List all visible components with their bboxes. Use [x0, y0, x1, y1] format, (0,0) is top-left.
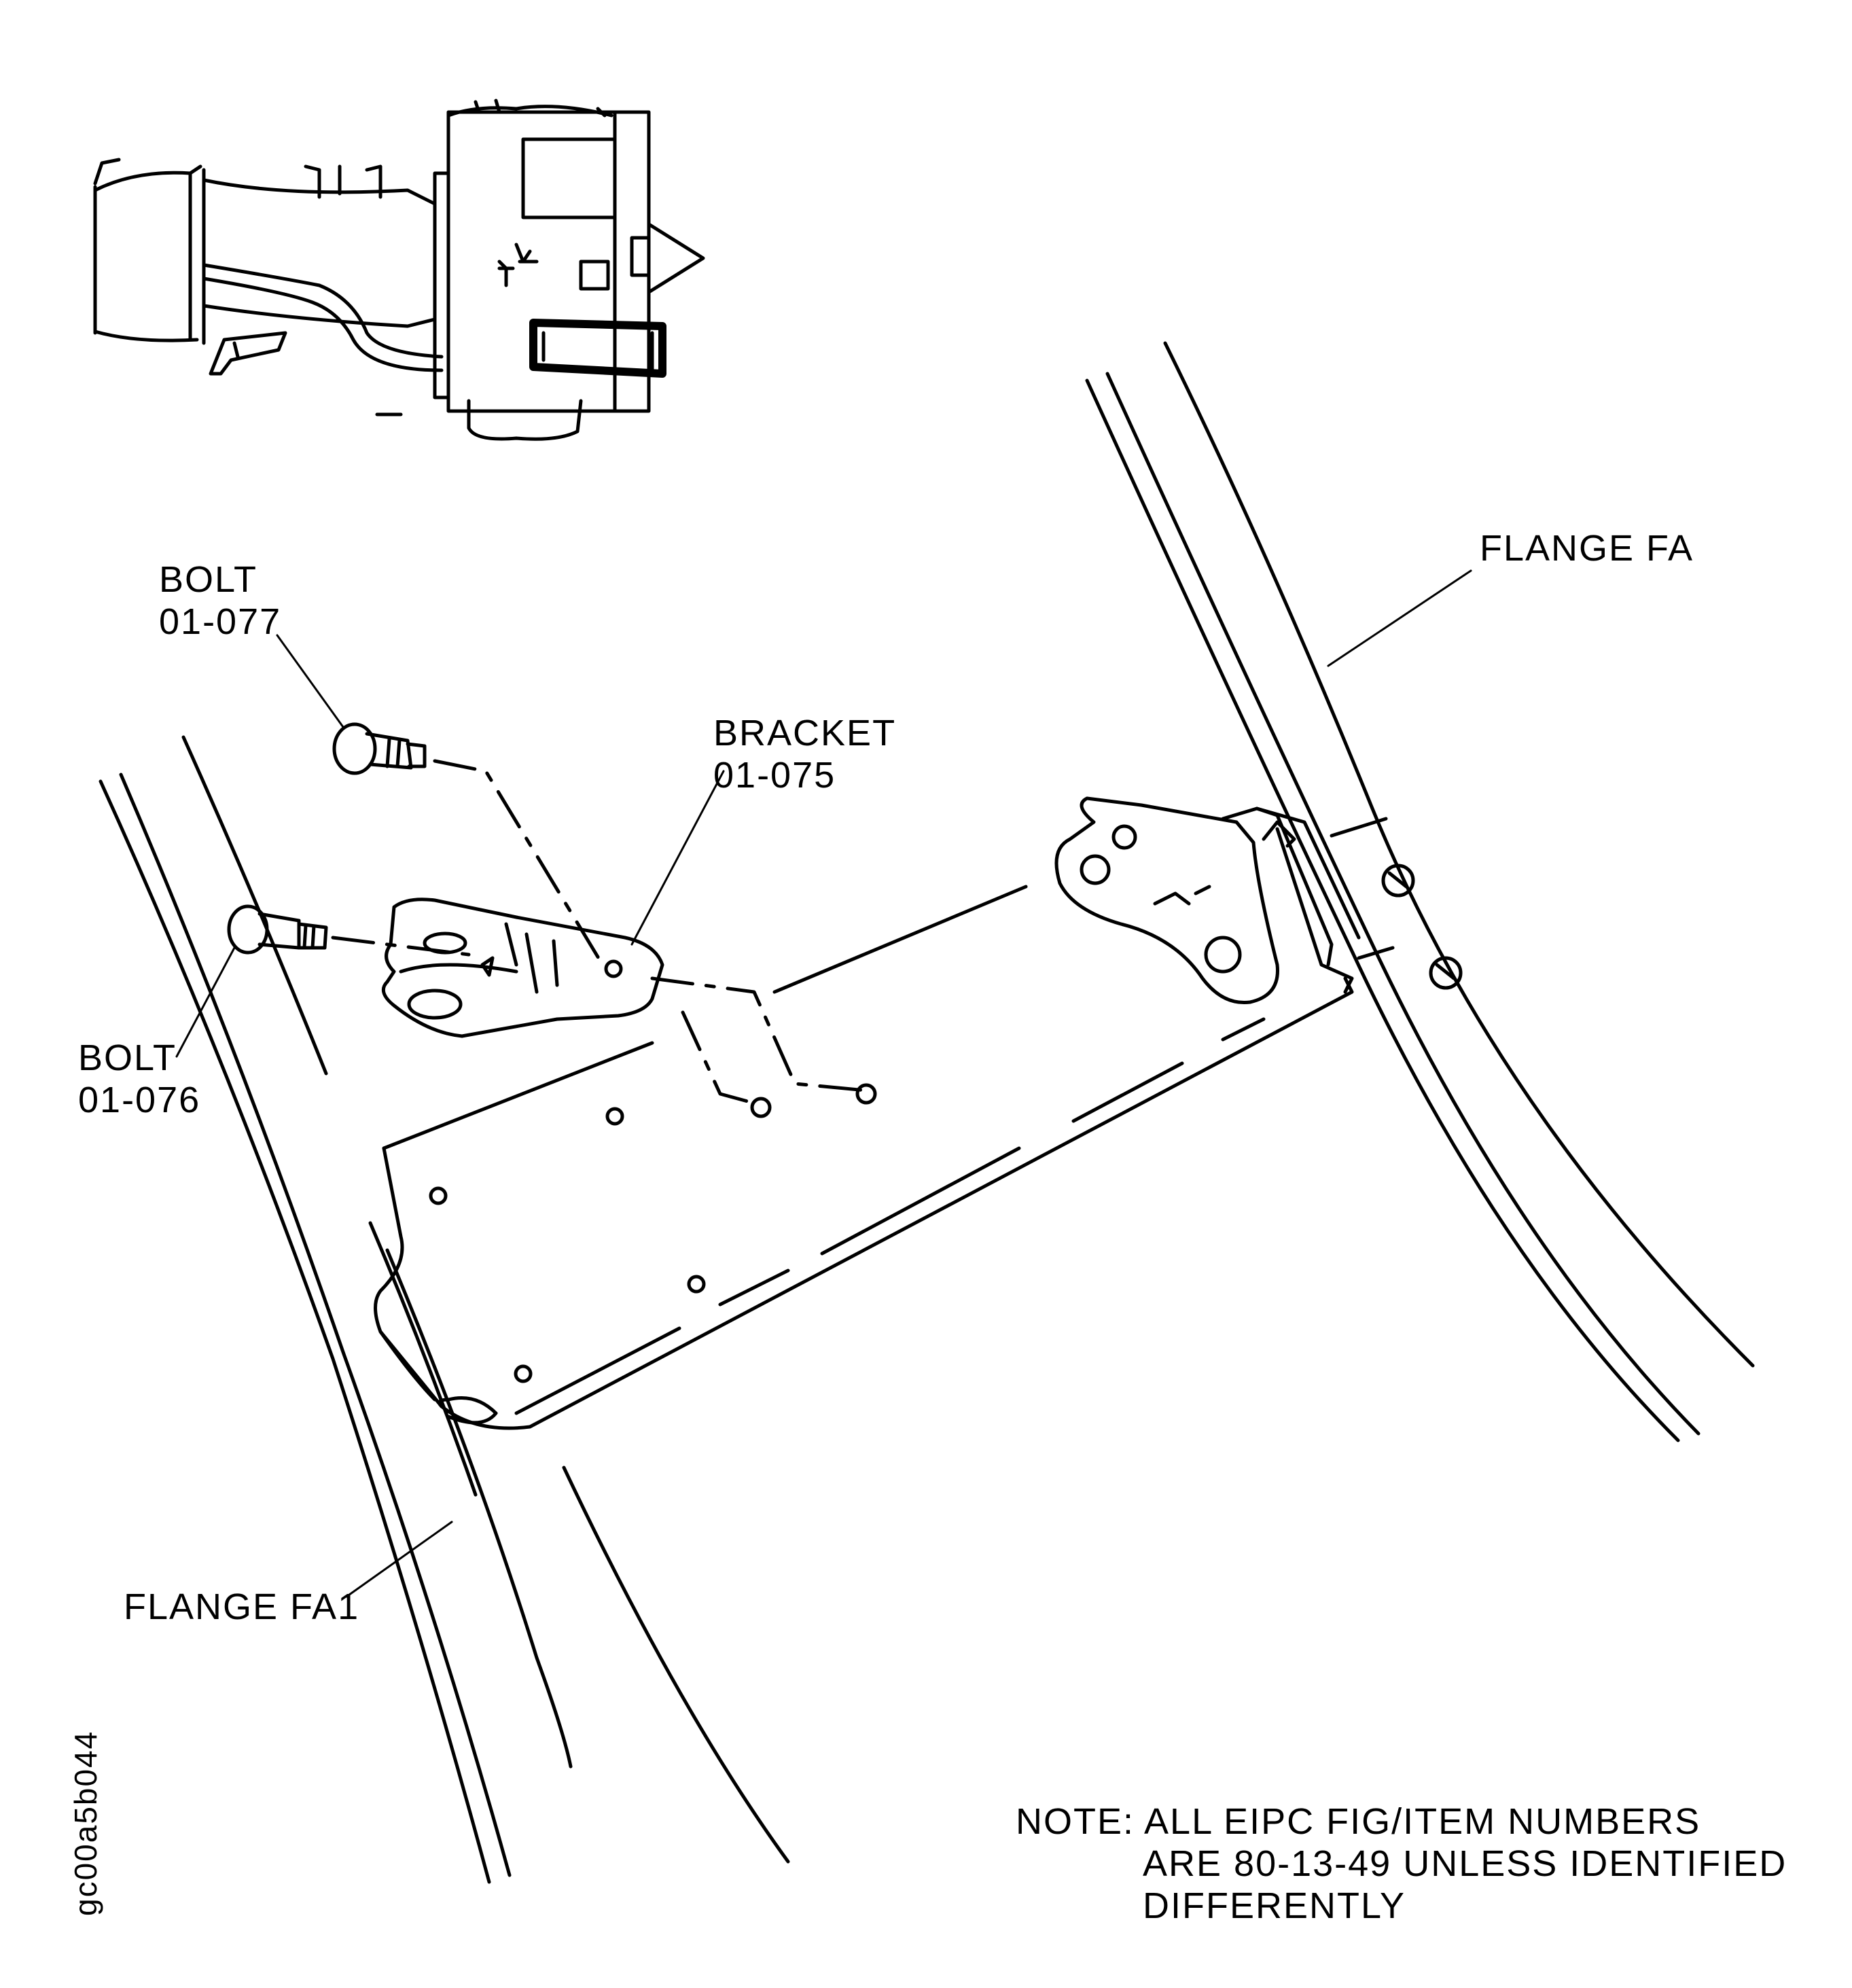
mounting-plate	[374, 885, 1354, 1430]
installed-bracket	[1054, 796, 1463, 1005]
bolt-01-077-label: BOLT 01-077	[159, 558, 281, 643]
bracket-number: 01-075	[713, 755, 836, 796]
flange-fa1-label: FLANGE FA1	[124, 1586, 360, 1627]
bolt-01-077-number: 01-077	[159, 601, 282, 642]
bolt-01-076-label: BOLT 01-076	[78, 1037, 200, 1121]
bolt-01-077-part	[332, 722, 427, 775]
flange-fa1-lines	[99, 735, 790, 1884]
note-line-1: NOTE: ALL EIPC FIG/ITEM NUMBERS	[1016, 1801, 1701, 1842]
bracket-01-075-label: BRACKET 01-075	[713, 712, 896, 796]
flange-fa-label: FLANGE FA	[1480, 528, 1694, 569]
bracket-01-075-part	[381, 898, 664, 1038]
bolt-01-077-name: BOLT	[159, 559, 258, 600]
figure-id: gc00a5b044	[68, 1730, 103, 1916]
note-line-3: DIFFERENTLY	[1143, 1885, 1406, 1926]
assembly-center-lines	[331, 759, 868, 1106]
bolt-01-076-part	[227, 904, 328, 955]
leader-lines	[175, 569, 1472, 1598]
bolt-01-076-name: BOLT	[78, 1037, 177, 1078]
bolt-01-076-number: 01-076	[78, 1080, 201, 1120]
note-line-2: ARE 80-13-49 UNLESS IDENTIFIED	[1143, 1843, 1787, 1884]
eipc-note: NOTE: ALL EIPC FIG/ITEM NUMBERS ARE 80-1…	[1016, 1800, 1787, 1927]
engine-locator-thumbnail	[93, 99, 705, 441]
flange-fa-lines	[1085, 341, 1755, 1442]
bracket-name: BRACKET	[713, 713, 897, 753]
